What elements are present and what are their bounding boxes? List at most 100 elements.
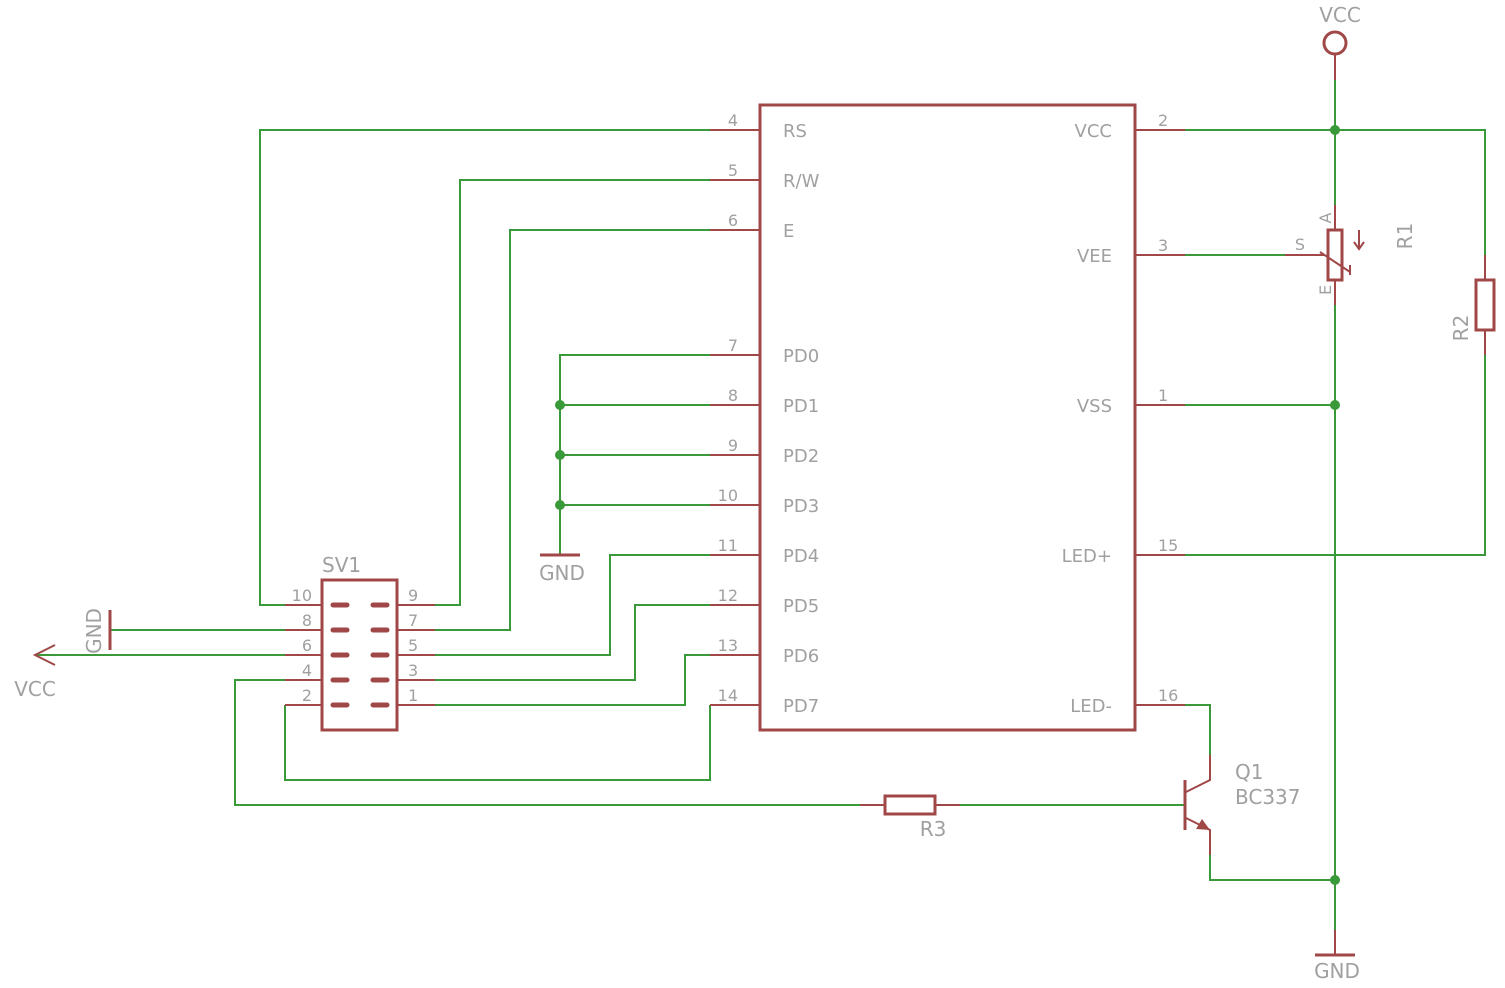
lcd-pin-name: RS	[783, 121, 807, 142]
connector-pin-num: 8	[302, 611, 312, 630]
junctions	[555, 125, 1340, 885]
lcd-pin-name: VSS	[1077, 396, 1112, 417]
connector-pin-num: 3	[408, 661, 418, 680]
lcd-pin-num: 6	[728, 211, 738, 230]
connector-pin-num: 7	[408, 611, 418, 630]
r3-label: R3	[920, 817, 947, 841]
lcd-pin-num: 14	[718, 686, 738, 705]
junction-dot	[1330, 125, 1340, 135]
gnd-bottom-symbol: GND	[1314, 930, 1360, 983]
lcd-pin-name: R/W	[783, 171, 820, 192]
connector-pin-num: 6	[302, 636, 312, 655]
q1-name: Q1	[1235, 760, 1263, 784]
gnd-left-symbol: GND	[82, 608, 112, 654]
connector-name: SV1	[322, 553, 361, 577]
gnd-mid-label: GND	[539, 561, 585, 585]
lcd-pin-name: VEE	[1077, 246, 1112, 267]
lcd-pin-num: 2	[1158, 111, 1168, 130]
resistor-r2: R2	[1449, 255, 1496, 355]
connector-sv1: SV1 10 8 6 4 2 9 7 5 3 1	[285, 553, 435, 732]
junction-dot	[1330, 400, 1340, 410]
lcd-pin-name: PD7	[783, 696, 819, 717]
gnd-mid-symbol: GND	[539, 553, 585, 585]
lcd-pin-num: 8	[728, 386, 738, 405]
resistor-r3: R3	[860, 794, 960, 841]
wire-pd7	[284, 705, 711, 781]
junction-dot	[1330, 875, 1340, 885]
r2-label: R2	[1449, 315, 1473, 342]
potentiometer-r1: A E S R1	[1285, 205, 1417, 305]
lcd-pin-name: PD5	[783, 596, 819, 617]
lcd-body	[758, 103, 1137, 732]
lcd-module: 4 5 6 7 8 9 10 11 12 13 14 RS R/W E PD0 …	[710, 103, 1185, 732]
lcd-pin-name: PD0	[783, 346, 819, 367]
lcd-pin-name: PD1	[783, 396, 819, 417]
lcd-pin-num: 10	[718, 486, 738, 505]
lcd-left-stubs	[710, 129, 760, 706]
transistor-q1: Q1 BC337	[1183, 755, 1301, 855]
connector-pin-num: 9	[408, 586, 418, 605]
lcd-pin-num: 1	[1158, 386, 1168, 405]
lcd-pin-num: 7	[728, 336, 738, 355]
vcc-left-symbol: VCC	[14, 644, 56, 701]
wire-vcc-pin2	[1185, 129, 1486, 255]
q1-value: BC337	[1235, 785, 1301, 809]
vcc-top-label: VCC	[1319, 3, 1361, 27]
connector-pin-num: 4	[302, 661, 312, 680]
lcd-pin-num: 5	[728, 161, 738, 180]
wire-led-plus	[1185, 355, 1486, 556]
q1-collector	[1185, 755, 1211, 793]
vcc-circle-icon	[1322, 30, 1348, 56]
connector-pin-num: 1	[408, 686, 418, 705]
lcd-right-stubs	[1135, 129, 1185, 706]
vcc-left-label: VCC	[14, 677, 56, 701]
pot-body	[1326, 228, 1344, 282]
lcd-pin-num: 9	[728, 436, 738, 455]
lcd-pin-name: PD2	[783, 446, 819, 467]
gnd-left-label: GND	[82, 608, 106, 654]
gnd-bottom-label: GND	[1314, 959, 1360, 983]
lcd-pin-num: 16	[1158, 686, 1178, 705]
connector-pin-pads	[330, 602, 390, 708]
junction-dot	[555, 450, 565, 460]
lcd-pin-num: 11	[718, 536, 738, 555]
wire-rw	[435, 179, 710, 606]
lcd-pin-name: LED-	[1070, 696, 1112, 717]
vcc-arrow-icon	[32, 644, 56, 666]
junction-dot	[555, 400, 565, 410]
wire-pd6	[435, 654, 710, 706]
lcd-pin-name: PD3	[783, 496, 819, 517]
wire-pd5	[435, 604, 710, 681]
r3-body	[883, 794, 937, 816]
lcd-pin-num: 3	[1158, 236, 1168, 255]
lcd-pin-num: 12	[718, 586, 738, 605]
lcd-pin-name: LED+	[1062, 546, 1112, 567]
wire-led-minus	[1185, 704, 1211, 755]
wire-emitter	[1209, 855, 1335, 881]
connector-pin-num: 10	[292, 586, 312, 605]
wire-pd4	[435, 554, 710, 656]
pot-pin-e: E	[1316, 285, 1335, 295]
lcd-pin-num: 15	[1158, 536, 1178, 555]
r2-body	[1474, 278, 1496, 332]
pot-pin-a: A	[1316, 212, 1335, 223]
pot-name: R1	[1393, 223, 1417, 250]
lcd-pin-name: VCC	[1075, 121, 1112, 142]
lcd-pin-name: E	[783, 221, 794, 242]
q1-emitter-arrow-icon	[1196, 819, 1210, 830]
connector-stubs	[285, 604, 435, 706]
wire-pd0-gnd	[559, 354, 710, 555]
connector-pin-num: 2	[302, 686, 312, 705]
wire-rs	[259, 129, 710, 606]
junction-dot	[555, 500, 565, 510]
lcd-pin-name: PD6	[783, 646, 819, 667]
lcd-pin-num: 13	[718, 636, 738, 655]
wire-e	[435, 229, 710, 631]
lcd-pin-num: 4	[728, 111, 738, 130]
connector-pin-num: 5	[408, 636, 418, 655]
pot-arrow-icon	[1353, 230, 1365, 251]
lcd-pin-name: PD4	[783, 546, 819, 567]
pot-pin-s: S	[1295, 235, 1305, 254]
wire-pin4-r3	[234, 679, 860, 806]
